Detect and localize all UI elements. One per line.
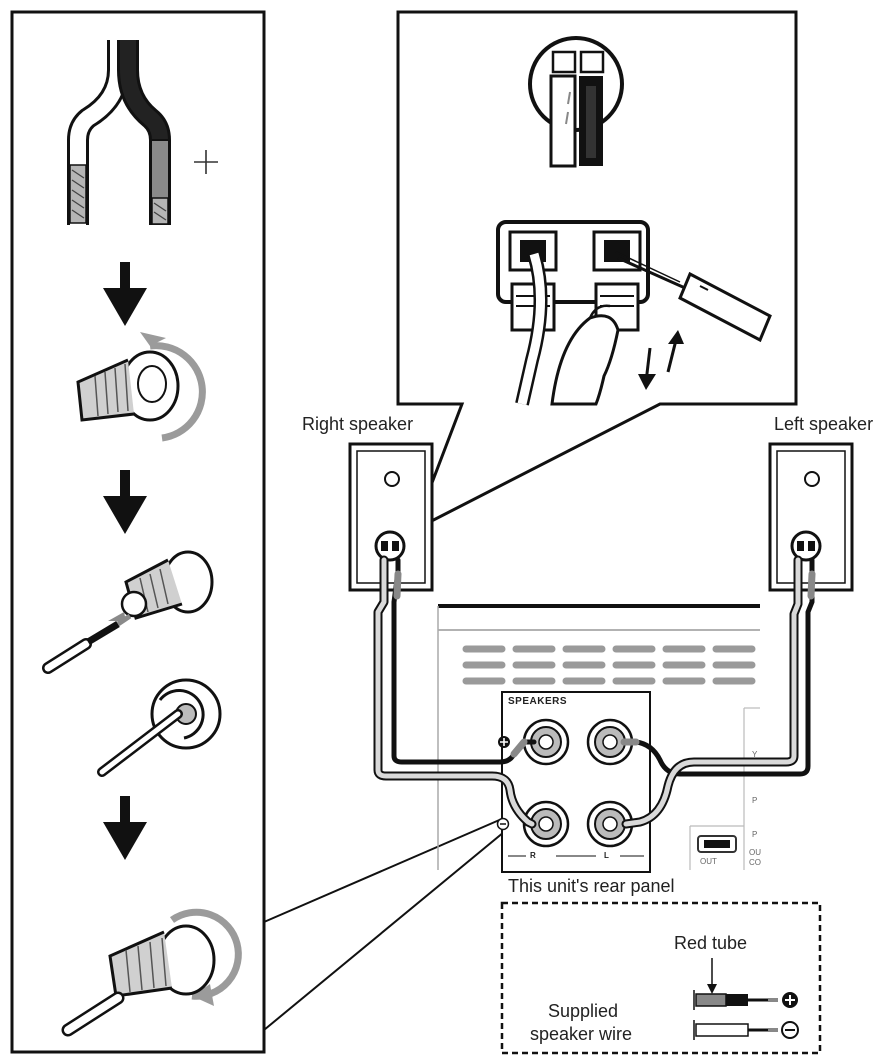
callout-lines [263,817,505,1031]
down-arrow-icon [103,796,147,860]
right-speaker-terminal [374,530,406,562]
side-code-p1: P [752,796,758,805]
hdmi-out-label: OUT [700,857,717,866]
side-code-y: Y [752,750,758,759]
supplied-wire-legend [500,901,822,1055]
right-speaker [348,442,434,592]
right-speaker-label: Right speaker [302,414,414,434]
speaker-wires [373,555,816,829]
terminal-r-minus [522,800,570,848]
plus-terminal-icon [498,736,510,748]
minus-terminal-icon [496,817,510,831]
red-tube-label: Red tube [674,933,748,953]
speakers-header-label: SPEAKERS [508,696,568,707]
plus-sign-icon [194,150,218,174]
terminal-l-label: L [604,851,610,860]
push-arrows-icon [638,330,684,390]
left-speaker-terminal [790,530,822,562]
hand-icon [550,304,620,406]
screwdriver-icon [615,251,772,343]
side-code-p2: P [752,830,758,839]
hdmi-out-port [689,825,744,870]
split-wire-illustration [67,40,218,225]
terminal-l-plus [586,718,634,766]
terminal-knob-tighten-illustration [61,908,242,1037]
side-code-co: CO [749,858,761,867]
insert-wire-illustration [42,550,214,674]
side-code-ou: OU [749,848,761,857]
terminal-knob-loosen-illustration [76,332,206,442]
rear-panel-label: This unit's rear panel [508,876,675,896]
red-tube-wire [693,990,798,1010]
down-arrow-icon [103,470,147,534]
terminal-connector-top [528,36,624,168]
plain-wire [693,1020,799,1040]
terminal-r-label: R [530,851,537,860]
supplied-wire-label-line1: Supplied [548,1001,619,1021]
rear-panel [437,604,760,873]
plus-terminal-icon [782,992,798,1008]
step-panel [10,10,266,1054]
vent-slots [462,645,756,685]
down-arrow-icon [103,262,147,326]
left-speaker-label: Left speaker [774,414,874,434]
supplied-wire-label-line2: speaker wire [530,1024,633,1044]
wire-around-post-illustration [97,678,222,777]
minus-terminal-icon [781,1021,799,1039]
terminal-r-plus [522,718,570,766]
speaker-terminal-callout [396,10,798,534]
speakers-terminal-box [501,691,651,873]
